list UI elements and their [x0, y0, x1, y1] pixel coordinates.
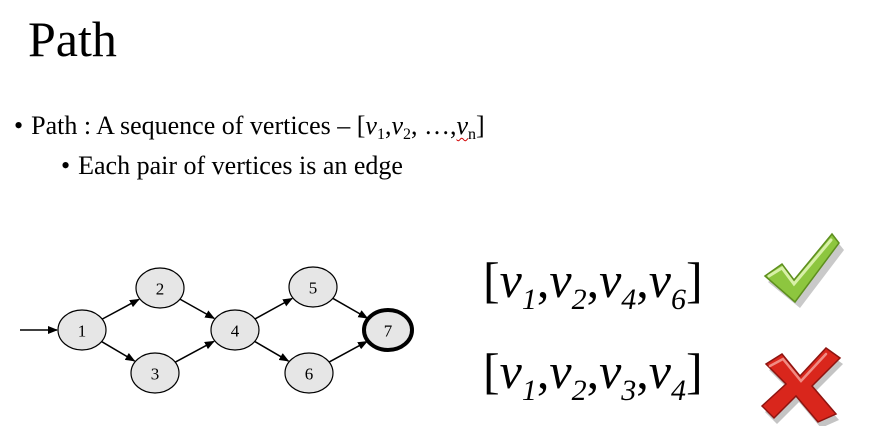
- graph-node-7: 7: [362, 308, 414, 352]
- graph-node-5: 5: [288, 266, 338, 308]
- vertex-symbol: v: [499, 252, 522, 308]
- subscript: 6: [670, 283, 686, 316]
- bullet-edge-rule: •Each pair of vertices is an edge: [61, 153, 403, 179]
- subscript: n: [468, 126, 477, 143]
- graph-node-2: 2: [135, 267, 185, 309]
- open-bracket: [: [483, 343, 500, 399]
- node-circle: [135, 267, 185, 309]
- vertex-symbol: v: [391, 111, 403, 140]
- node-circle: [57, 309, 107, 351]
- vertex-symbol: v: [365, 111, 377, 140]
- bullet-dot: •: [61, 151, 71, 180]
- ellipsis: , …,: [411, 111, 457, 140]
- vertex-sequence: v1,v2, …,vn]: [365, 111, 485, 143]
- bullet-text: Each pair of vertices is an edge: [78, 151, 403, 180]
- close-bracket: ]: [685, 343, 703, 399]
- vertex-symbol: v: [499, 343, 522, 399]
- vertex-symbol: v: [549, 343, 572, 399]
- graph-node-3: 3: [130, 352, 180, 394]
- checkmark-icon: [763, 232, 844, 308]
- node-circle: [130, 352, 180, 394]
- comma: ,: [536, 343, 550, 399]
- slide-title: Path: [28, 11, 117, 67]
- edge-3-4: [174, 340, 215, 363]
- subscript: 1: [521, 283, 537, 316]
- node-label: 4: [231, 322, 240, 341]
- node-label: 3: [151, 365, 160, 384]
- comma: ,: [586, 343, 600, 399]
- node-label: 5: [309, 279, 318, 298]
- comma: ,: [586, 252, 600, 308]
- edge-4-5: [254, 297, 293, 320]
- bullet-text: Path : A sequence of vertices – [: [31, 111, 366, 140]
- graph-node-1: 1: [57, 309, 107, 351]
- node-label: 2: [156, 280, 165, 299]
- edge-4-6: [254, 340, 290, 362]
- vertex-symbol: v: [648, 343, 671, 399]
- node-label: 6: [305, 365, 314, 384]
- subscript: 2: [571, 283, 587, 316]
- bullet-dot: •: [14, 111, 24, 140]
- open-bracket: [: [483, 252, 500, 308]
- subscript: 3: [621, 374, 637, 407]
- node-circle: [288, 266, 338, 308]
- edge-1-3: [101, 340, 136, 362]
- bullet-path-definition: •Path : A sequence of vertices – [v1,v2,…: [14, 111, 485, 143]
- comma: ,: [636, 343, 649, 399]
- vertex-symbol: v: [456, 111, 469, 140]
- edge-1-2: [101, 298, 140, 320]
- graph-node-6: 6: [284, 352, 334, 394]
- spellcheck-underline: vn: [456, 111, 477, 143]
- edge-2-4: [179, 298, 216, 320]
- edge-5-7: [332, 297, 369, 319]
- node-circle: [284, 352, 334, 394]
- vertex-symbol: v: [549, 252, 572, 308]
- node-label: 1: [78, 322, 87, 341]
- edge-6-7: [328, 340, 368, 363]
- comma: ,: [536, 252, 550, 308]
- node-circle: [210, 309, 260, 351]
- close-bracket: ]: [685, 252, 703, 308]
- vertex-symbol: v: [648, 252, 671, 308]
- subscript: 1: [521, 374, 537, 407]
- invalid-path-example: [v1,v2,v3,v4]: [483, 343, 703, 406]
- close-bracket: ]: [476, 111, 485, 140]
- comma: ,: [636, 252, 649, 308]
- path-graph-diagram: 1 2 3 4 5 6 7: [20, 266, 414, 394]
- comma: ,: [384, 111, 392, 140]
- valid-path-example: [v1,v2,v4,v6]: [483, 252, 703, 315]
- node-label: 7: [384, 322, 393, 341]
- subscript: 2: [403, 126, 411, 143]
- subscript: 1: [376, 126, 385, 143]
- subscript: 2: [571, 374, 587, 407]
- node-circle: [362, 308, 414, 352]
- graph-node-4: 4: [210, 309, 260, 351]
- subscript: 4: [670, 374, 686, 407]
- subscript: 4: [621, 283, 637, 316]
- cross-icon: [760, 347, 843, 426]
- vertex-symbol: v: [599, 343, 622, 399]
- vertex-symbol: v: [599, 252, 622, 308]
